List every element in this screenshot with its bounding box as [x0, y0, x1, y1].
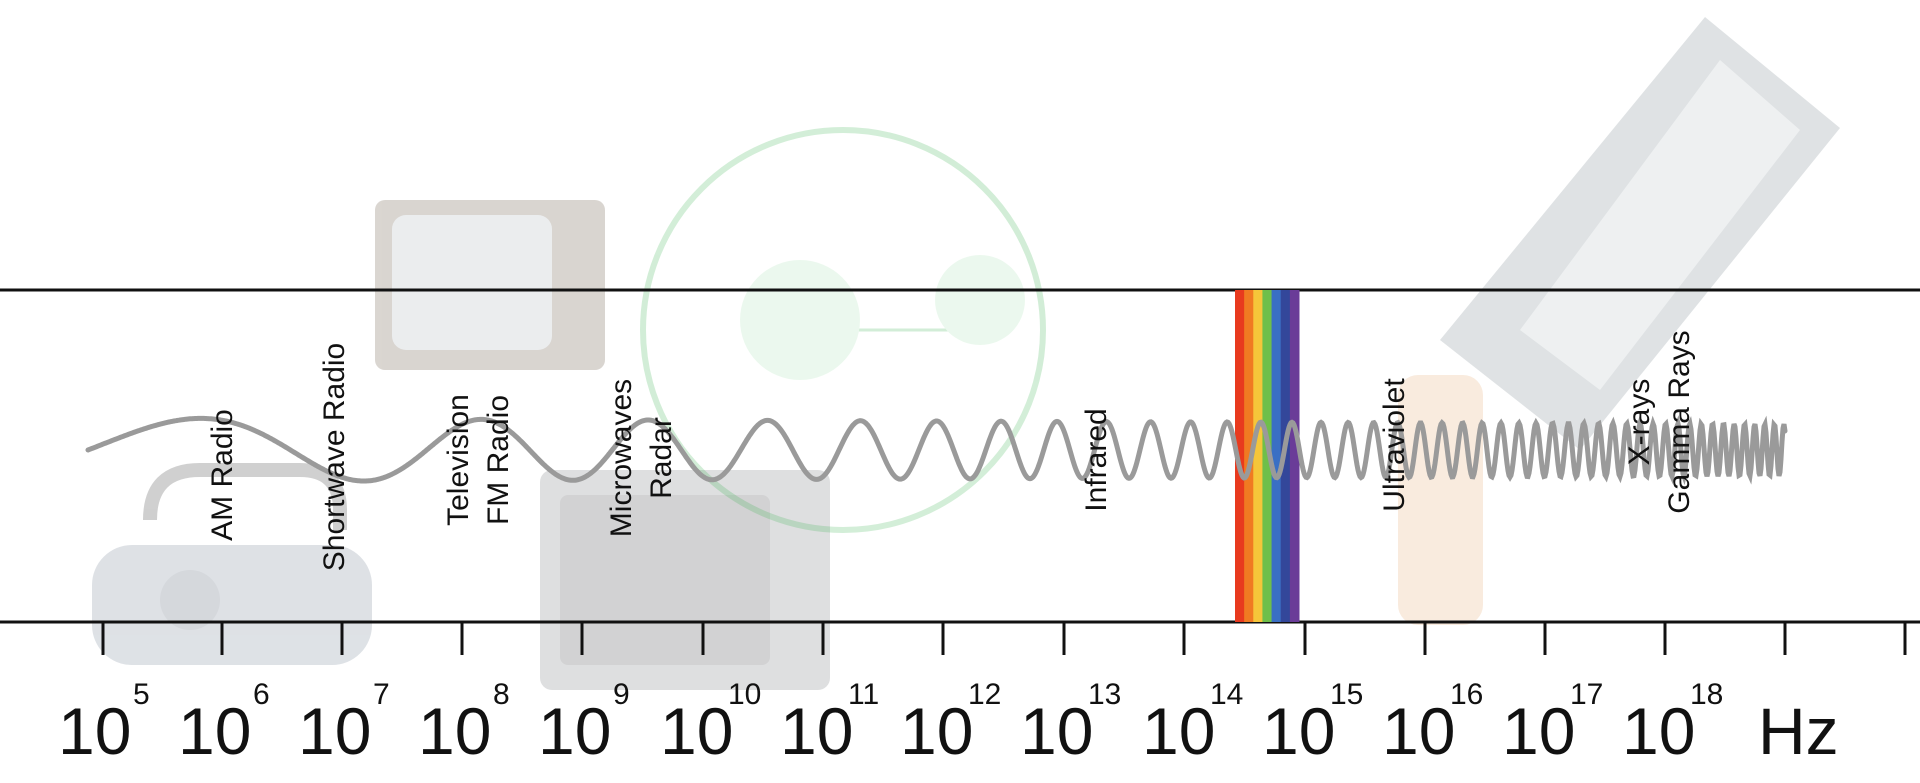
- band-label-microwaves-radar: Microwaves Radar: [605, 378, 678, 538]
- radar-screen-illustration: [640, 127, 1046, 533]
- frequency-base: 10: [1020, 694, 1094, 768]
- band-label-television-fm: Television FM Radio: [442, 394, 515, 526]
- visible-spectrum-bar: [1235, 290, 1300, 622]
- frequency-exponent: 12: [968, 678, 1002, 711]
- band-label-infrared: Infrared: [1080, 408, 1113, 512]
- scale-ticks: [101, 622, 1907, 655]
- frequency-base: 10: [1382, 694, 1456, 768]
- frequency-exponent: 9: [613, 678, 630, 711]
- frequency-exponent: 17: [1570, 678, 1604, 711]
- frequency-base: 10: [178, 694, 252, 768]
- visible-spectrum-stripe: [1253, 290, 1263, 622]
- sunscreen-bottle-illustration: [1398, 375, 1483, 625]
- frequency-exponent: 6: [253, 678, 270, 711]
- boombox-radio-illustration: [92, 463, 372, 665]
- frequency-exponent: 8: [493, 678, 510, 711]
- frequency-unit: Hz: [1758, 694, 1839, 768]
- frequency-base: 10: [1622, 694, 1696, 768]
- frequency-base: 10: [538, 694, 612, 768]
- frequency-exponent: 11: [848, 678, 880, 711]
- frequency-exponent: 15: [1330, 678, 1364, 711]
- frequency-base: 10: [418, 694, 492, 768]
- frequency-exponent: 18: [1690, 678, 1724, 711]
- frequency-base: 10: [1262, 694, 1336, 768]
- frequency-base: 10: [1502, 694, 1576, 768]
- visible-spectrum-stripe: [1262, 290, 1273, 622]
- tv-set-illustration: [375, 200, 605, 370]
- frequency-base: 10: [298, 694, 372, 768]
- microwave-oven-illustration: [540, 470, 830, 690]
- visible-spectrum-stripe: [1235, 290, 1245, 622]
- visible-spectrum-stripe: [1289, 290, 1300, 622]
- electromagnetic-wave: [85, 415, 1788, 486]
- frequency-base: 10: [1142, 694, 1216, 768]
- frequency-exponent: 10: [728, 678, 762, 711]
- xray-film-illustration: [1440, 17, 1840, 450]
- frequency-exponent: 5: [133, 678, 150, 711]
- band-label-ultraviolet: Ultraviolet: [1378, 378, 1411, 512]
- frequency-base: 10: [660, 694, 734, 768]
- band-label-shortwave-radio: Shortwave Radio: [318, 342, 351, 572]
- frequency-exponent: 16: [1450, 678, 1484, 711]
- frequency-base: 10: [900, 694, 974, 768]
- frequency-exponent: 7: [373, 678, 390, 711]
- frequency-exponent: 14: [1210, 678, 1244, 711]
- frequency-base: 10: [780, 694, 854, 768]
- visible-spectrum-stripe: [1271, 290, 1282, 622]
- band-label-xrays-gamma: X-rays Gamma Rays: [1623, 330, 1696, 514]
- frequency-exponent: 13: [1088, 678, 1122, 711]
- frequency-base: 10: [58, 694, 132, 768]
- band-label-am-radio: AM Radio: [206, 409, 239, 541]
